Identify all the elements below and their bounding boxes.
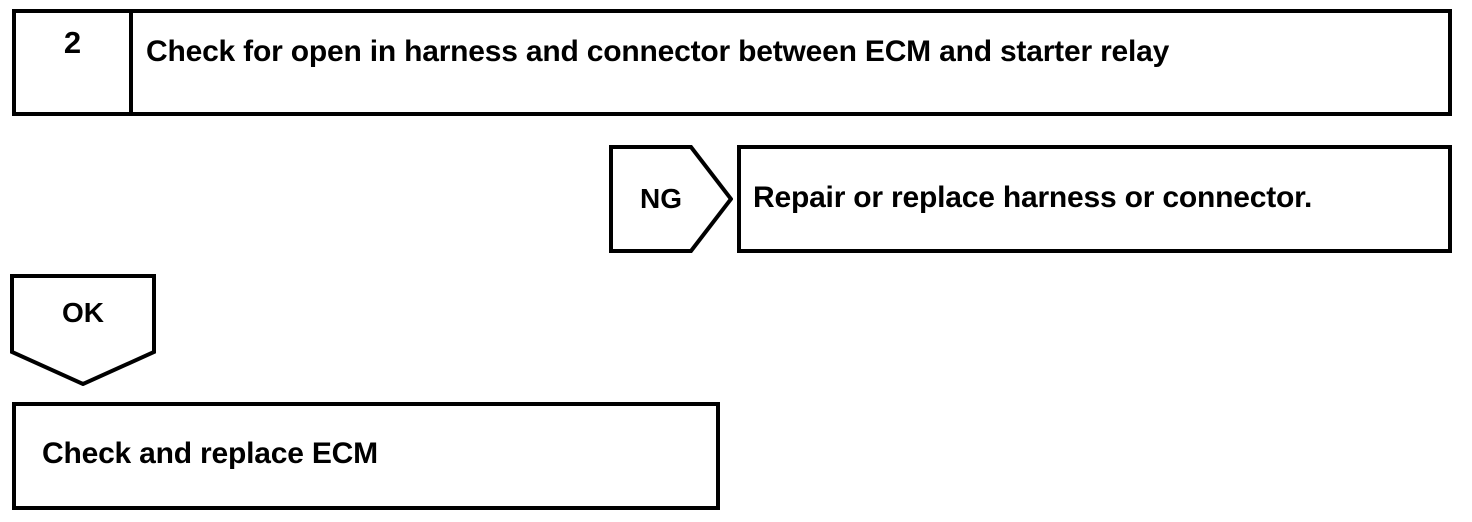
ng-branch-tag [609,145,733,253]
ng-branch-label: NG [640,183,682,214]
ng-action-label: Repair or replace harness or connector. [753,181,1313,214]
ok-branch-label: OK [62,297,104,328]
step-number-cell: 2 [16,13,133,112]
ok-action-box [12,402,720,510]
pentagon-right-arrow-icon [609,145,733,253]
ok-action-label: Check and replace ECM [42,437,378,470]
ok-branch-tag [10,274,156,386]
pentagon-down-arrow-icon [10,274,156,386]
step-row: 2 Check for open in harness and connecto… [12,9,1452,116]
step-number-label: 2 [63,25,82,60]
step-description-label: Check for open in harness and connector … [146,35,1170,68]
ng-action-box [737,145,1452,253]
